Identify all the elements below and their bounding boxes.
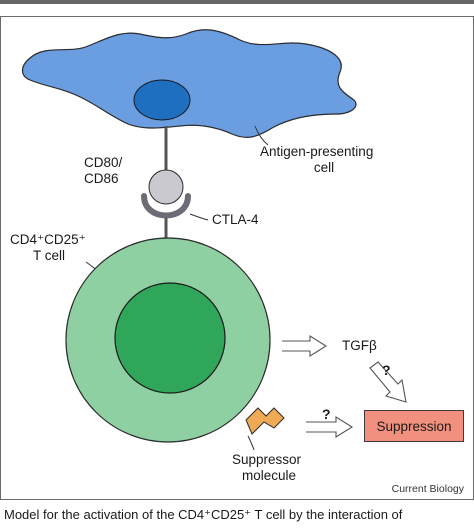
suppressor-label: Suppressor molecule	[232, 452, 312, 484]
apc-label-line-1: Antigen-presenting	[260, 144, 374, 159]
figure-caption: Model for the activation of the CD4⁺CD25…	[4, 507, 403, 522]
antigen-presenting-cell	[21, 29, 357, 138]
cd80-cd86-molecule	[148, 169, 184, 205]
suppressor-label-line-2: molecule	[241, 468, 297, 483]
top-strip	[0, 0, 474, 4]
tcell-label-line-1: CD4⁺CD25⁺	[10, 232, 86, 247]
cd80-label-line-2: CD86	[84, 171, 119, 186]
ctla4-receptor	[141, 193, 191, 219]
suppression-box: Suppression	[364, 410, 464, 442]
suppressor-question-mark: ?	[322, 406, 331, 422]
suppressor-to-suppression-arrow	[306, 416, 354, 438]
cd80-label-line-1: CD80/	[84, 155, 123, 170]
tgfb-arrow	[282, 335, 328, 357]
tcell-label-line-2: T cell	[32, 248, 65, 263]
suppressor-label-line-1: Suppressor	[232, 452, 302, 467]
tgfb-label: TGFβ	[342, 338, 377, 353]
apc-label: Antigen-presenting cell	[260, 144, 388, 176]
suppressor-molecule	[245, 407, 285, 435]
apc-label-line-2: cell	[313, 160, 335, 175]
journal-credit: Current Biology	[391, 483, 464, 495]
cd80-label: CD80/ CD86	[84, 155, 122, 187]
ctla4-label: CTLA-4	[212, 212, 259, 227]
tgfb-question-mark: ?	[382, 362, 391, 378]
apc-label-pointer	[254, 125, 269, 146]
suppression-label: Suppression	[376, 418, 452, 434]
tcell-label: CD4⁺CD25⁺ T cell	[10, 232, 94, 264]
apc-nucleus	[133, 79, 191, 121]
ctla4-label-pointer	[189, 213, 209, 221]
t-cell-nucleus	[114, 282, 226, 394]
suppressor-label-pointer	[247, 435, 255, 451]
tgfb-to-suppression-arrow	[369, 361, 407, 403]
top-gap	[0, 4, 474, 16]
